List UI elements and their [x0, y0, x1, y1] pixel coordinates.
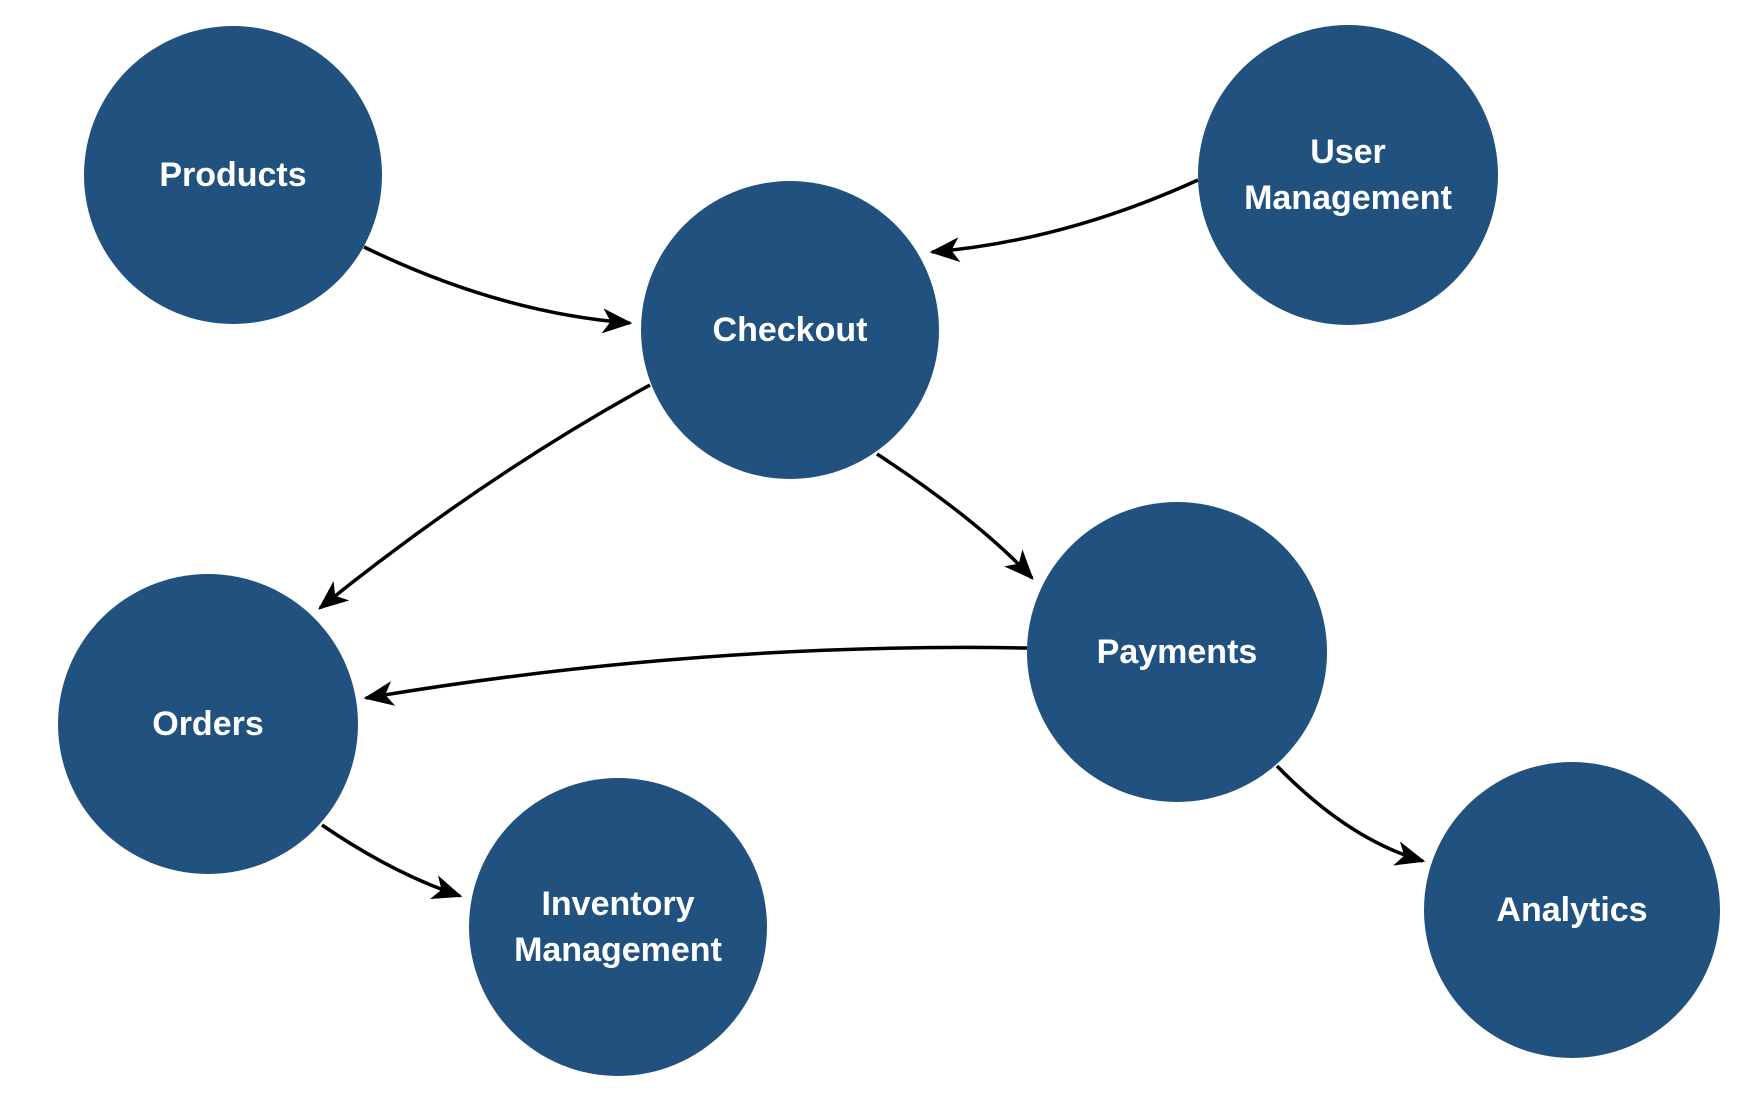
node-products-label: Products: [159, 156, 306, 194]
node-checkout-circle[interactable]: [641, 181, 939, 479]
node-products-circle[interactable]: [84, 26, 382, 324]
node-analytics[interactable]: Analytics: [1424, 762, 1720, 1058]
node-products[interactable]: Products: [84, 26, 382, 324]
node-inventory-management-circle[interactable]: [469, 778, 767, 1076]
edge-orders-to-inventory-management: [321, 823, 463, 900]
edge-checkout-to-orders: [318, 383, 651, 610]
node-orders-label: Orders: [152, 705, 264, 743]
node-checkout-label: Checkout: [713, 311, 868, 349]
edge-payments-to-analytics: [1275, 764, 1426, 866]
node-checkout[interactable]: Checkout: [641, 181, 939, 479]
edge-products-to-checkout: [363, 245, 633, 334]
node-payments-label: Payments: [1097, 633, 1258, 671]
node-orders-circle[interactable]: [58, 574, 358, 874]
node-payments[interactable]: Payments: [1027, 502, 1327, 802]
node-user-management-circle[interactable]: [1198, 25, 1498, 325]
edges-layer: [318, 178, 1426, 900]
edge-payments-to-orders: [363, 645, 1028, 706]
node-orders[interactable]: Orders: [58, 574, 358, 874]
node-analytics-circle[interactable]: [1424, 762, 1720, 1058]
node-payments-circle[interactable]: [1027, 502, 1327, 802]
edge-user-management-to-checkout: [929, 178, 1199, 263]
edge-checkout-to-payments: [876, 452, 1034, 580]
node-analytics-label: Analytics: [1496, 891, 1647, 929]
